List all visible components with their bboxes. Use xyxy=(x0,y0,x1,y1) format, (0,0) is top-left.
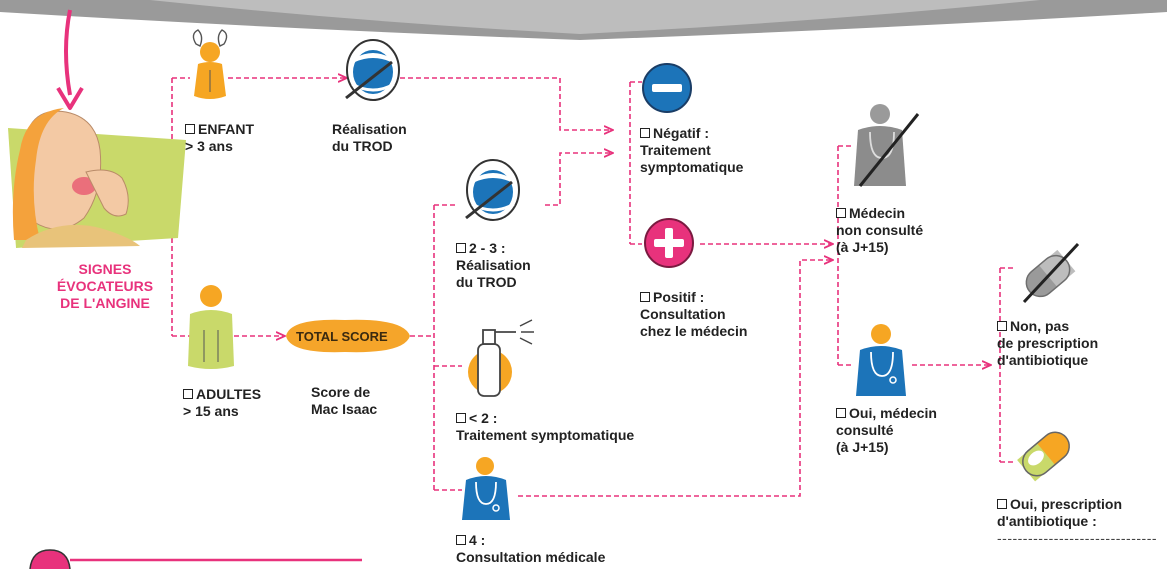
spray-bottle-icon xyxy=(468,319,534,397)
child-icon xyxy=(192,29,228,99)
checkbox[interactable] xyxy=(185,124,195,134)
adultes-label: ADULTES > 15 ans xyxy=(183,386,262,419)
oui-prescription-label: Oui, prescription d'antibiotique : -----… xyxy=(997,496,1158,546)
checkbox[interactable] xyxy=(836,208,846,218)
start-arrow xyxy=(64,9,72,96)
connector-consult-medecin xyxy=(518,260,832,497)
checkbox[interactable] xyxy=(183,389,193,399)
connector-trod2-negatif xyxy=(545,153,612,206)
medecin-non-label: Médecin non consulté (à J+15) xyxy=(836,205,924,255)
checkbox[interactable] xyxy=(456,243,466,253)
score-4-label: 4 : Consultation médicale xyxy=(456,532,606,565)
checkbox[interactable] xyxy=(456,413,466,423)
positif-label: Positif : Consultation chez le médecin xyxy=(640,289,748,339)
checkbox[interactable] xyxy=(640,128,650,138)
total-score-label: TOTAL SCORE xyxy=(296,329,388,344)
checkbox[interactable] xyxy=(640,292,650,302)
legend-partial xyxy=(29,549,362,569)
sore-throat-patient-icon xyxy=(8,108,186,248)
score-2-3-label: 2 - 3 : Réalisation du TROD xyxy=(456,240,531,290)
non-prescription-label: Non, pas de prescription d'antibiotique xyxy=(997,318,1099,368)
start-title: SIGNES ÉVOCATEURS DE L'ANGINE xyxy=(56,261,154,311)
enfant-label: ENFANT > 3 ans xyxy=(185,121,254,154)
checkbox[interactable] xyxy=(997,499,1007,509)
negative-icon xyxy=(642,63,692,113)
adult-icon xyxy=(188,285,234,369)
doctor-icon-2 xyxy=(856,324,906,396)
crossed-doctor-icon xyxy=(854,104,920,187)
mac-isaac-label: Score de Mac Isaac xyxy=(311,384,378,417)
connector-trod-negatif xyxy=(400,77,612,130)
trod-enfant-label: Réalisation du TROD xyxy=(332,121,407,154)
crossed-pill-icon xyxy=(1022,242,1080,304)
answer-blank[interactable]: ------------------------------- xyxy=(997,530,1158,546)
throat-swab-icon xyxy=(345,39,400,101)
throat-swab-icon-2 xyxy=(465,159,520,221)
pill-icon xyxy=(1017,431,1070,482)
checkbox[interactable] xyxy=(997,321,1007,331)
checkbox[interactable] xyxy=(836,408,846,418)
score-lt2-label: < 2 : Traitement symptomatique xyxy=(456,410,635,443)
doctor-icon xyxy=(462,457,510,520)
total-score-badge xyxy=(286,319,410,353)
medecin-oui-label: Oui, médecin consulté (à J+15) xyxy=(836,405,937,455)
positive-icon xyxy=(644,218,694,268)
start-arrow-head xyxy=(56,86,84,110)
negatif-label: Négatif : Traitement symptomatique xyxy=(640,125,744,175)
top-banner-highlight xyxy=(150,0,1040,34)
checkbox[interactable] xyxy=(456,535,466,545)
